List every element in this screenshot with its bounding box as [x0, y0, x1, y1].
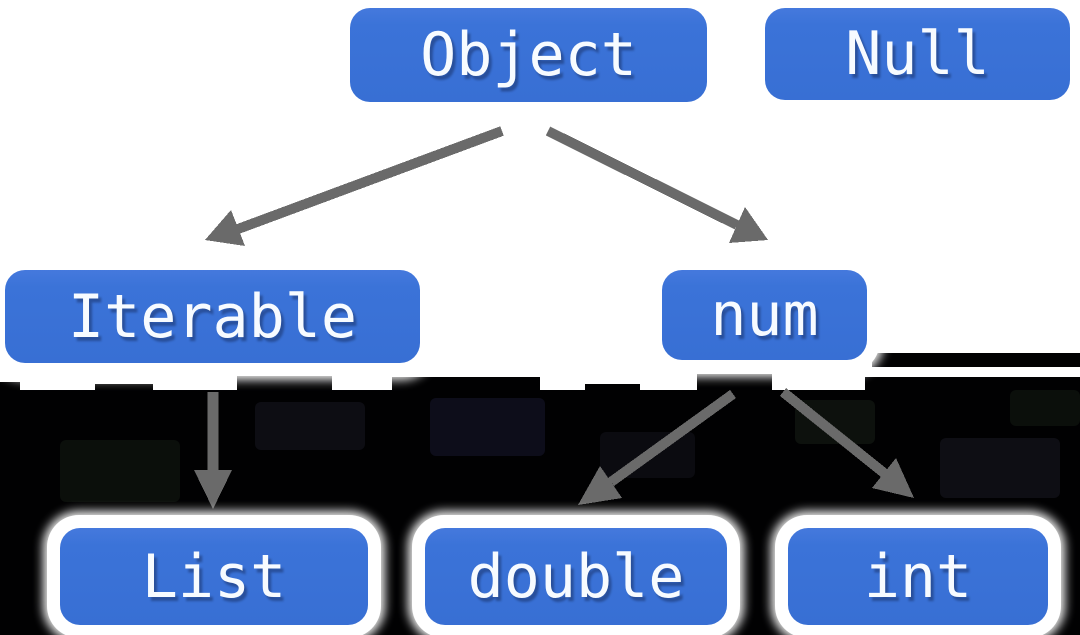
artifact-block [237, 374, 332, 392]
node-iterable-label: Iterable [68, 281, 357, 352]
node-int: int [775, 515, 1061, 635]
artifact-ghost [255, 402, 365, 450]
node-double-label: double [467, 541, 685, 612]
artifact-ghost [1010, 390, 1080, 426]
arrow-iterable-to-list [194, 392, 232, 509]
artifact-block [697, 374, 772, 392]
artifact-block [392, 377, 540, 392]
node-list: List [47, 515, 381, 635]
node-double: double [412, 515, 740, 635]
artifact-ghost [430, 398, 545, 456]
artifact-block [865, 377, 1080, 392]
node-num: num [649, 257, 880, 373]
artifact-block [585, 384, 640, 392]
artifact-block [95, 384, 153, 392]
arrow-num-to-int [779, 388, 914, 498]
arrow-object-to-iterable [205, 126, 504, 246]
node-iterable: Iterable [0, 257, 433, 376]
node-object-label: Object [420, 20, 637, 90]
artifact-ghost [940, 438, 1060, 498]
node-list-label: List [141, 541, 287, 612]
artifact-ghost [60, 440, 180, 502]
node-int-label: int [863, 541, 973, 612]
artifact-block [0, 382, 20, 392]
arrow-object-to-num [545, 126, 768, 243]
node-object: Object [337, 0, 720, 115]
arrow-num-to-double [578, 389, 736, 505]
node-null-label: Null [845, 19, 990, 89]
node-null: Null [752, 0, 1080, 113]
artifact-block [872, 353, 1080, 367]
node-num-label: num [710, 280, 819, 350]
